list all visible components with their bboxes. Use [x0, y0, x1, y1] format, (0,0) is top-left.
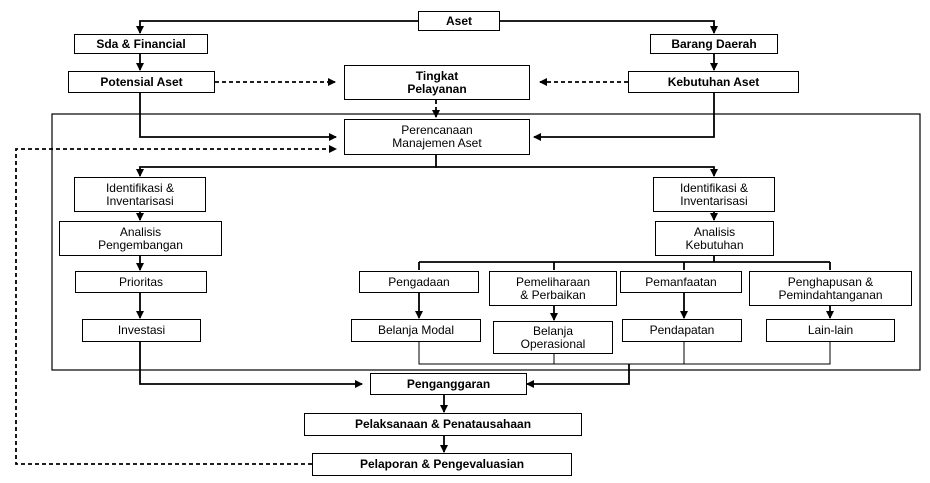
node-belanja-modal: Belanja Modal — [351, 319, 481, 342]
dashed-feedback-loop — [15, 145, 337, 465]
connector-perencanaan-right — [436, 166, 718, 177]
connector-investasi-penganggaran — [139, 342, 363, 388]
node-aset: Aset — [418, 11, 500, 31]
node-belanja-operasional: Belanja Operasional — [493, 321, 613, 354]
node-perencanaan-manajemen-aset: Perencanaan Manajemen Aset — [344, 119, 530, 155]
node-analisis-pengembangan: Analisis Pengembangan — [59, 221, 222, 256]
node-identifikasi-inventarisasi-left: Identifikasi & Inventarisasi — [74, 177, 206, 212]
node-pemanfaatan: Pemanfaatan — [620, 271, 742, 293]
node-barang-daerah: Barang Daerah — [650, 34, 778, 54]
node-pelaporan-pengevaluasian: Pelaporan & Pengevaluasian — [312, 453, 572, 476]
planning-frame — [51, 113, 921, 371]
node-penghapusan-pemindahtanganan: Penghapusan & Pemindahtanganan — [749, 271, 912, 306]
node-kebutuhan-aset: Kebutuhan Aset — [628, 71, 799, 93]
connector-aset-right — [500, 20, 718, 34]
node-pemeliharaan-perbaikan: Pemeliharaan & Perbaikan — [489, 271, 617, 306]
connector-outputs-merge — [418, 342, 831, 365]
connector-merge-penganggaran — [526, 364, 630, 388]
node-tingkat-pelayanan: Tingkat Pelayanan — [344, 65, 530, 100]
connector-aset-left — [136, 20, 418, 34]
node-penganggaran: Penganggaran — [370, 373, 527, 395]
node-identifikasi-inventarisasi-right: Identifikasi & Inventarisasi — [653, 177, 775, 212]
node-investasi: Investasi — [82, 319, 201, 342]
connector-kebutuhan-perencanaan — [533, 93, 715, 141]
node-sda-financial: Sda & Financial — [74, 34, 208, 54]
node-pendapatan: Pendapatan — [622, 319, 742, 342]
connector-potensial-perencanaan — [139, 93, 337, 141]
node-pengadaan: Pengadaan — [359, 271, 479, 293]
node-potensial-aset: Potensial Aset — [68, 71, 215, 93]
node-lain-lain: Lain-lain — [766, 319, 895, 342]
connector-analisis-branch — [418, 256, 831, 270]
node-analisis-kebutuhan: Analisis Kebutuhan — [655, 221, 774, 256]
node-pelaksanaan-penatausahaan: Pelaksanaan & Penatausahaan — [304, 413, 582, 436]
node-prioritas: Prioritas — [75, 271, 207, 293]
connector-perencanaan-left — [136, 155, 437, 177]
